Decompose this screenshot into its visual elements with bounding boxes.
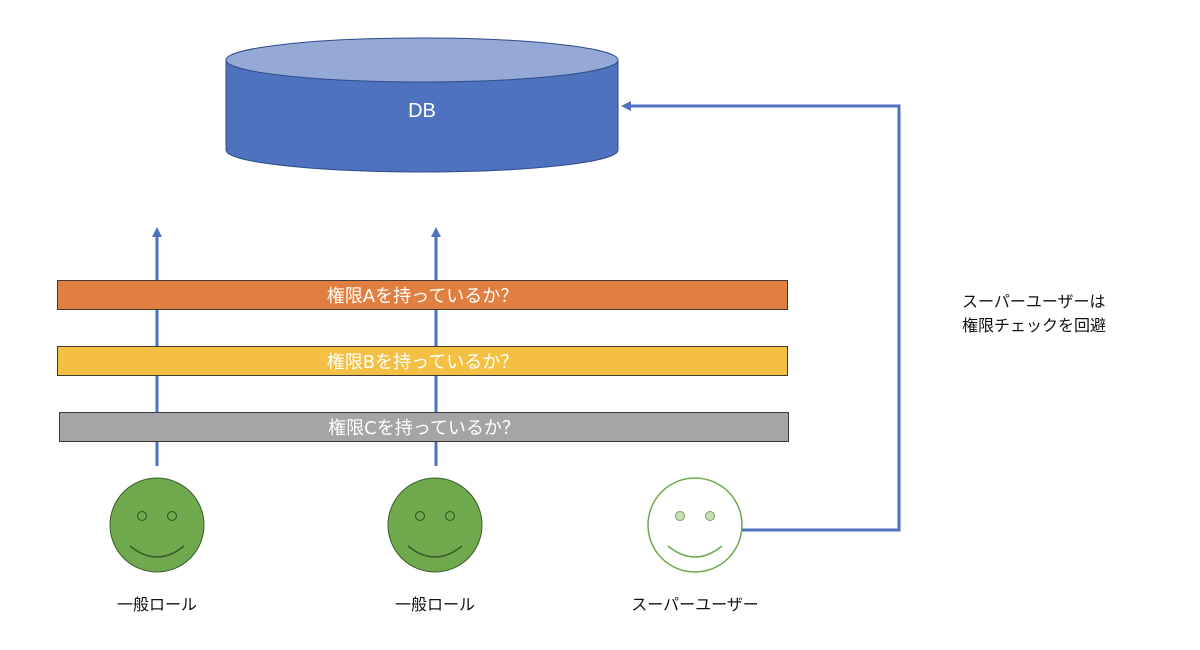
face-eye-right xyxy=(166,510,178,522)
superuser-label: スーパーユーザー xyxy=(631,595,759,614)
face-eye-left xyxy=(136,510,148,522)
database-label: DB xyxy=(408,100,436,122)
face-eye-left xyxy=(414,510,426,522)
face-eye-right xyxy=(444,510,456,522)
face-eye-right xyxy=(705,511,715,521)
face-smile xyxy=(129,545,185,558)
superuser-face xyxy=(647,477,743,573)
general-role-face-2 xyxy=(387,477,483,573)
database-top xyxy=(225,37,619,83)
general-role-label-1: 一般ロール xyxy=(116,595,197,614)
face-circle xyxy=(647,477,743,573)
face-smile xyxy=(407,545,463,558)
permission-check-a: 権限Aを持っているか？ xyxy=(57,280,788,310)
database-cylinder xyxy=(225,37,619,173)
permission-check-c: 権限Cを持っているか？ xyxy=(59,412,789,442)
bypass-connector xyxy=(621,101,901,532)
bypass-note-line-1: スーパーユーザーは xyxy=(962,292,1106,311)
general-role-label-2: 一般ロール xyxy=(394,595,475,614)
face-eye-left xyxy=(675,511,685,521)
permission-check-b: 権限Bを持っているか？ xyxy=(57,346,788,376)
bypass-note: スーパーユーザーは 権限チェックを回避 xyxy=(962,290,1192,338)
face-circle xyxy=(387,477,483,573)
general-role-face-1 xyxy=(109,477,205,573)
face-circle xyxy=(109,477,205,573)
database-body xyxy=(225,59,619,173)
bypass-note-line-2: 権限チェックを回避 xyxy=(962,316,1107,335)
face-smile xyxy=(667,545,723,558)
